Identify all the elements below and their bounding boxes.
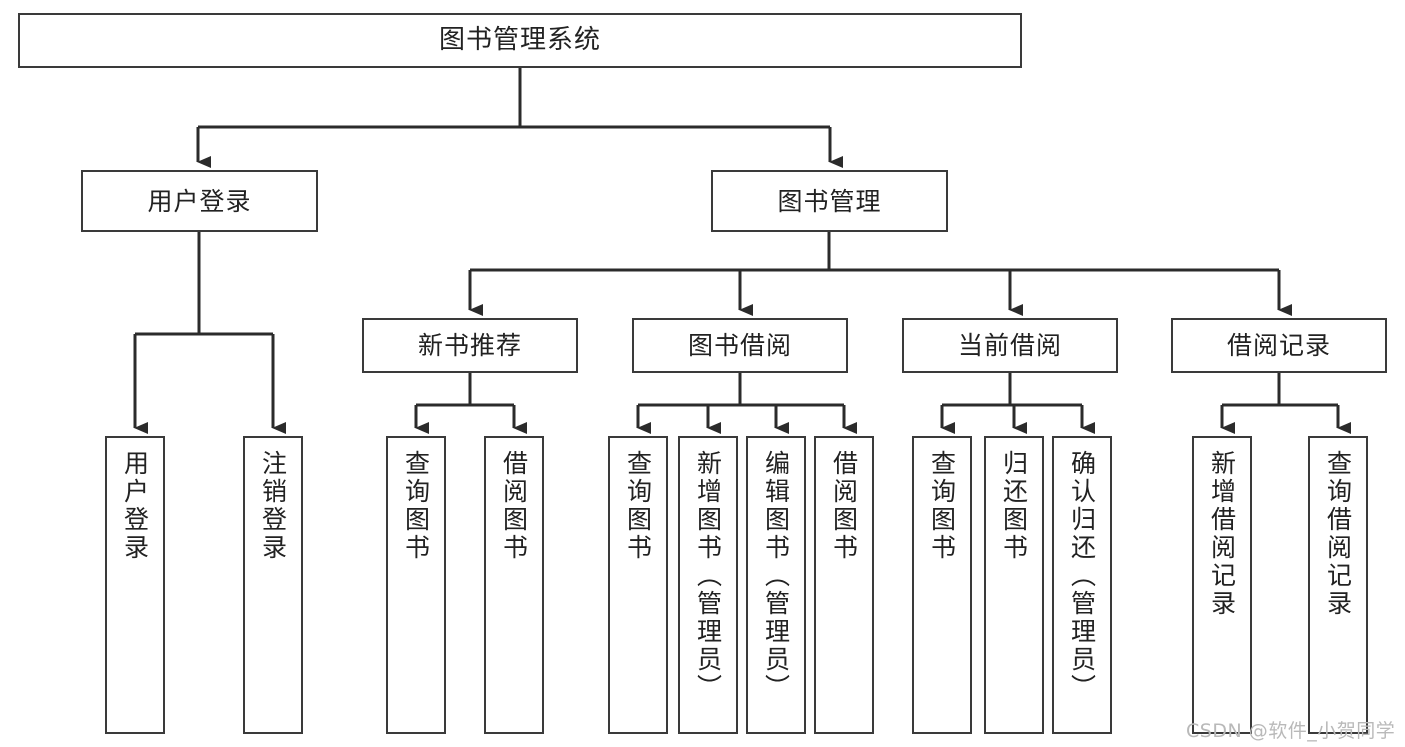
node-book-management-label: 图书管理	[777, 186, 882, 216]
node-current-borrow[interactable]: 当前借阅	[902, 318, 1118, 373]
csdn-watermark: CSDN @软件_小贺同学	[1186, 720, 1396, 742]
node-leaf-edit-book-label: 编辑图书（管理员）	[761, 450, 791, 702]
node-book-management[interactable]: 图书管理	[711, 170, 948, 232]
node-new-book-recommend-label: 新书推荐	[417, 331, 522, 360]
node-leaf-user-login[interactable]: 用户登录	[105, 436, 165, 734]
node-user-login-label: 用户登录	[147, 186, 252, 216]
node-root[interactable]: 图书管理系统	[18, 13, 1022, 68]
node-leaf-query-book-3[interactable]: 查询图书	[912, 436, 972, 734]
node-leaf-borrow-book-2-label: 借阅图书	[829, 450, 859, 562]
node-leaf-borrow-book-2[interactable]: 借阅图书	[814, 436, 874, 734]
node-leaf-add-borrow-record[interactable]: 新增借阅记录	[1192, 436, 1252, 734]
node-root-label: 图书管理系统	[438, 25, 601, 56]
node-leaf-query-book-2-label: 查询图书	[623, 450, 653, 562]
node-leaf-query-book-3-label: 查询图书	[927, 450, 957, 562]
node-leaf-query-borrow-record-label: 查询借阅记录	[1323, 450, 1353, 618]
node-borrow-record-label: 借阅记录	[1226, 331, 1331, 360]
node-leaf-query-book-2[interactable]: 查询图书	[608, 436, 668, 734]
node-leaf-return-book[interactable]: 归还图书	[984, 436, 1044, 734]
node-leaf-query-book-1[interactable]: 查询图书	[386, 436, 446, 734]
node-leaf-query-borrow-record[interactable]: 查询借阅记录	[1308, 436, 1368, 734]
node-book-borrow-label: 图书借阅	[687, 331, 792, 360]
node-leaf-logout-login-label: 注销登录	[258, 450, 288, 562]
node-book-borrow[interactable]: 图书借阅	[632, 318, 848, 373]
node-leaf-add-book[interactable]: 新增图书（管理员）	[678, 436, 738, 734]
node-current-borrow-label: 当前借阅	[957, 331, 1062, 360]
node-leaf-add-book-label: 新增图书（管理员）	[693, 450, 723, 702]
node-new-book-recommend[interactable]: 新书推荐	[362, 318, 578, 373]
node-leaf-borrow-book-1-label: 借阅图书	[499, 450, 529, 562]
node-leaf-confirm-return[interactable]: 确认归还（管理员）	[1052, 436, 1112, 734]
node-user-login[interactable]: 用户登录	[81, 170, 318, 232]
node-leaf-add-borrow-record-label: 新增借阅记录	[1207, 450, 1237, 618]
node-leaf-borrow-book-1[interactable]: 借阅图书	[484, 436, 544, 734]
node-leaf-user-login-label: 用户登录	[120, 450, 150, 562]
node-leaf-logout-login[interactable]: 注销登录	[243, 436, 303, 734]
node-leaf-query-book-1-label: 查询图书	[401, 450, 431, 562]
node-leaf-edit-book[interactable]: 编辑图书（管理员）	[746, 436, 806, 734]
node-borrow-record[interactable]: 借阅记录	[1171, 318, 1387, 373]
node-leaf-return-book-label: 归还图书	[999, 450, 1029, 562]
node-leaf-confirm-return-label: 确认归还（管理员）	[1067, 450, 1097, 702]
